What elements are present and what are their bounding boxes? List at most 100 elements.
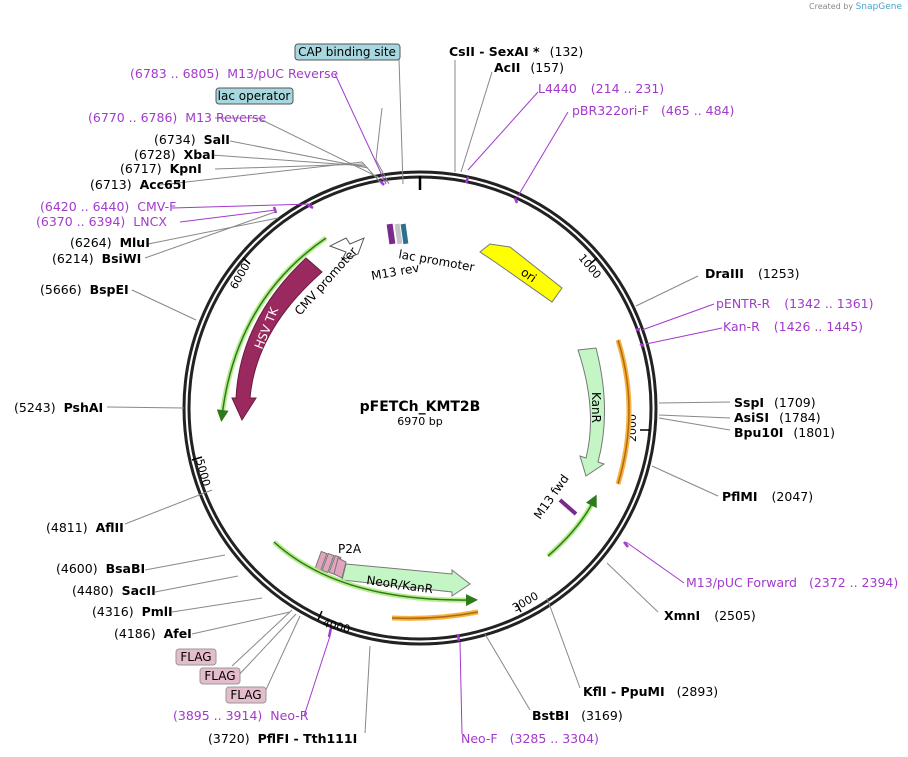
enzyme-bstbi-pos: (3169) xyxy=(581,708,623,723)
enzyme-pshai[interactable]: PshAI xyxy=(64,400,104,415)
enzyme-bspei[interactable]: BspEI xyxy=(90,282,129,297)
primer-pbr322ori-f[interactable]: pBR322ori-F xyxy=(572,103,649,118)
enzyme-asisi[interactable]: AsiSI xyxy=(734,410,769,425)
primer-neo-f[interactable]: Neo-F xyxy=(461,731,498,746)
svg-text:pBR322ori-F(465 .. 484): pBR322ori-F (465 .. 484) xyxy=(572,103,734,118)
enzyme-sacii[interactable]: SacII xyxy=(122,583,156,598)
enzyme-csii-sexai[interactable]: CsII - SexAI * xyxy=(449,44,540,59)
enzyme-sspi[interactable]: SspI xyxy=(734,395,764,410)
p2a-label: P2A xyxy=(338,542,362,556)
enzyme-labels: CsII - SexAI *(132) AcII(157) DraIII(125… xyxy=(14,44,835,746)
enzyme-pflfi-tth111i[interactable]: PflFI - Tth111I xyxy=(258,731,358,746)
green-arc-left-core xyxy=(216,237,327,422)
cap-box[interactable] xyxy=(294,43,401,61)
enzyme-xmni[interactable]: XmnI xyxy=(664,608,700,623)
cap-element xyxy=(394,223,403,245)
primer-m13puc-forward[interactable]: M13/pUC Forward xyxy=(686,575,797,590)
primer-ticks xyxy=(272,176,645,642)
enzyme-kfli-ppumi[interactable]: KflI - PpuMI xyxy=(583,684,665,699)
primer-neo-r[interactable]: Neo-R xyxy=(270,708,308,723)
enzyme-pmli[interactable]: PmlI xyxy=(142,604,173,619)
cmv-promoter-feature xyxy=(328,237,365,261)
hsvtk-feature xyxy=(231,257,323,422)
svg-text:(4186)AfeI: (4186)AfeI xyxy=(114,626,192,641)
svg-text:Kan-R(1426 .. 1445): Kan-R(1426 .. 1445) xyxy=(723,319,863,334)
enzyme-pflmi-pos: (2047) xyxy=(772,489,814,504)
enzyme-kpni[interactable]: KpnI xyxy=(170,161,202,176)
enzyme-bsiwi[interactable]: BsiWI xyxy=(102,251,142,266)
enzyme-draiii[interactable]: DraIII xyxy=(705,266,744,281)
flag-box-3[interactable] xyxy=(225,686,267,704)
enzyme-draiii-pos: (1253) xyxy=(758,266,800,281)
svg-text:(5243)PshAI: (5243)PshAI xyxy=(14,400,103,415)
enzyme-pflmi[interactable]: PflMI xyxy=(722,489,758,504)
p2a-flag-elements xyxy=(314,550,347,579)
orange-arc-bottom-core xyxy=(391,611,479,620)
enzyme-sspi-pos: (1709) xyxy=(774,395,816,410)
primer-cmv-f[interactable]: CMV-F xyxy=(137,199,176,214)
enzyme-xbai-pos: (6728) xyxy=(134,147,176,162)
primer-pentr-range: (1342 .. 1361) xyxy=(784,296,873,311)
primer-m13-reverse[interactable]: M13 Reverse xyxy=(185,110,266,125)
m13-rev-label: M13 rev xyxy=(370,261,420,283)
flag-label-1: FLAG xyxy=(180,650,211,664)
primer-m13puc-reverse[interactable]: M13/pUC Reverse xyxy=(227,66,338,81)
enzyme-kfli-ppumi-pos: (2893) xyxy=(677,684,719,699)
primer-leader-lines xyxy=(171,73,723,735)
svg-text:(4480)SacII: (4480)SacII xyxy=(72,583,156,598)
enzyme-bsabi-pos: (4600) xyxy=(56,561,98,576)
svg-text:L4440(214 .. 231): L4440 (214 .. 231) xyxy=(538,81,664,96)
enzyme-asisi-pos: (1784) xyxy=(779,410,821,425)
enzyme-csii-sexai-pos: (132) xyxy=(550,44,584,59)
svg-text:(5666)BspEI: (5666)BspEI xyxy=(40,282,129,297)
enzyme-acc65i[interactable]: Acc65I xyxy=(140,177,187,192)
svg-text:(6770 .. 6786)M13 Reverse: (6770 .. 6786)M13 Reverse xyxy=(88,110,266,125)
snapgene-logo: SnapGene xyxy=(855,2,902,12)
svg-text:(3720)PflFI - Tth111I: (3720) PflFI - Tth111I xyxy=(208,731,357,746)
enzyme-bstbi[interactable]: BstBI xyxy=(532,708,569,723)
enzyme-sali-pos: (6734) xyxy=(154,132,196,147)
primer-kan-r[interactable]: Kan-R xyxy=(723,319,760,334)
enzyme-aflii[interactable]: AflII xyxy=(96,520,124,535)
primer-pentr-r[interactable]: pENTR-R xyxy=(716,296,771,311)
green-arc-bottom-core xyxy=(273,541,478,607)
lac-operator-box[interactable] xyxy=(215,87,294,105)
boxed-labels: CAP binding site lac operator FLAG FLAG … xyxy=(175,43,401,704)
svg-text:(6713)Acc65I: (6713)Acc65I xyxy=(90,177,186,192)
enzyme-pflfi-pos: (3720) xyxy=(208,731,250,746)
svg-text:(4316)PmlI: (4316) PmlI xyxy=(92,604,173,619)
enzyme-mlui[interactable]: MluI xyxy=(120,235,150,250)
enzyme-xbai[interactable]: XbaI xyxy=(184,147,216,162)
svg-text:SspI(1709): SspI (1709) xyxy=(734,395,816,410)
primer-l4440-range: (214 .. 231) xyxy=(591,81,664,96)
enzyme-bsabi[interactable]: BsaBI xyxy=(106,561,146,576)
enzyme-pmli-pos: (4316) xyxy=(92,604,134,619)
svg-text:Neo-F(3285 .. 3304): Neo-F(3285 .. 3304) xyxy=(461,731,599,746)
primer-neo-r-range: (3895 .. 3914) xyxy=(173,708,262,723)
flag-label-3: FLAG xyxy=(230,688,261,702)
primer-l4440[interactable]: L4440 xyxy=(538,81,577,96)
svg-text:(6728)XbaI: (6728) XbaI xyxy=(134,147,215,162)
primer-m13puc-reverse-range: (6783 .. 6805) xyxy=(130,66,219,81)
svg-text:(4811)AflII: (4811)AflII xyxy=(46,520,124,535)
tick-label-4000: 4000 xyxy=(321,616,351,636)
flag-box-1[interactable] xyxy=(175,648,217,666)
primer-lncx[interactable]: LNCX xyxy=(133,214,167,229)
ori-feature xyxy=(479,243,563,303)
cap-binding-site-label: CAP binding site xyxy=(298,45,396,59)
enzyme-mlui-pos: (6264) xyxy=(70,235,112,250)
svg-text:(6264)MluI: (6264) MluI xyxy=(70,235,150,250)
enzyme-bpu10i-pos: (1801) xyxy=(793,425,835,440)
leader-lines xyxy=(106,58,731,734)
primer-pbr322-range: (465 .. 484) xyxy=(661,103,734,118)
svg-text:(6717)KpnI: (6717)KpnI xyxy=(120,161,202,176)
lac-operator-element xyxy=(400,223,409,245)
enzyme-afei[interactable]: AfeI xyxy=(164,626,192,641)
flag-label-2: FLAG xyxy=(204,669,235,683)
enzyme-acii[interactable]: AcII xyxy=(494,60,520,75)
enzyme-sali[interactable]: SalI xyxy=(204,132,230,147)
flag-box-2[interactable] xyxy=(199,667,241,685)
svg-text:PflMI(2047): PflMI (2047) xyxy=(722,489,813,504)
enzyme-bpu10i[interactable]: Bpu10I xyxy=(734,425,783,440)
